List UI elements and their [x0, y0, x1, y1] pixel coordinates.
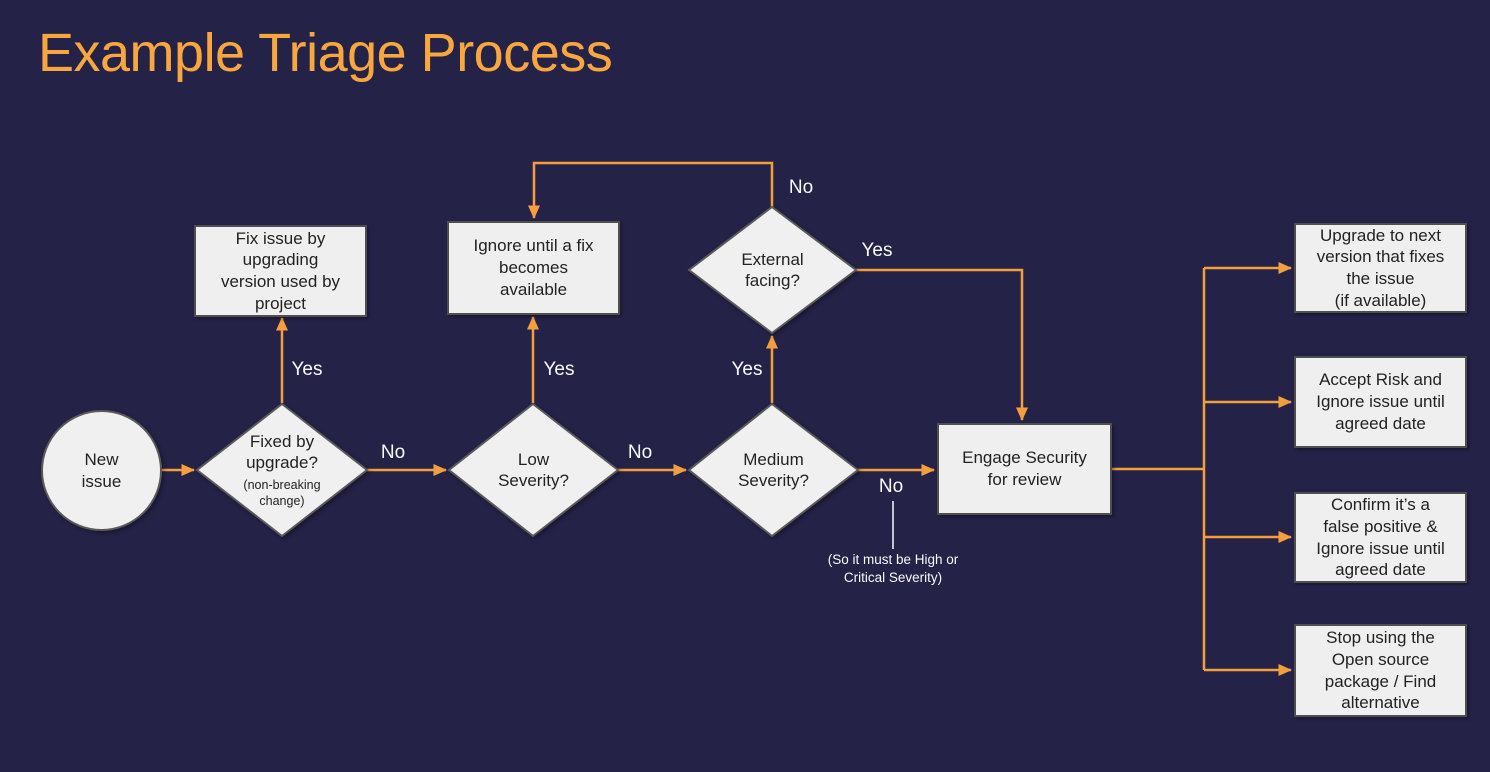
edge-label-low-yes: Yes — [543, 359, 575, 380]
decision-external-facing-shape — [687, 205, 858, 335]
decision-fixed-by-upgrade-shape — [195, 402, 369, 538]
edge-label-fixed-yes: Yes — [291, 359, 323, 380]
outcome-false-positive: Confirm it’s a false positive & Ignore i… — [1294, 492, 1467, 583]
edge-label-external-no: No — [788, 177, 814, 198]
flowchart-edges — [162, 161, 1292, 676]
edge-label-external-yes: Yes — [861, 240, 893, 261]
flowchart-shapes — [41, 205, 860, 538]
connector-external-yes-to-engage — [856, 268, 1028, 421]
process-engage-security: Engage Security for review — [937, 423, 1112, 515]
connector-external-no-loop-to-ignore — [528, 161, 774, 219]
decision-low-severity-shape — [447, 402, 620, 538]
edge-label-medium-yes: Yes — [731, 359, 763, 380]
edge-label-medium-no: No — [878, 476, 904, 497]
outcome-stop-using-package: Stop using the Open source package / Fin… — [1294, 624, 1467, 717]
edge-label-fixed-no: No — [380, 442, 406, 463]
outcome-accept-risk: Accept Risk and Ignore issue until agree… — [1294, 356, 1467, 448]
page-title: Example Triage Process — [38, 23, 613, 83]
outcome-upgrade-version: Upgrade to next version that fixes the i… — [1294, 223, 1467, 313]
edge-label-low-no: No — [627, 442, 653, 463]
decision-medium-severity-shape — [687, 402, 860, 538]
start-node-shape — [41, 410, 162, 531]
process-ignore-until-fix: Ignore until a fix becomes available — [447, 221, 620, 315]
process-fix-issue: Fix issue by upgrading version used by p… — [194, 225, 367, 317]
severity-annotation: (So it must be High or Critical Severity… — [827, 552, 959, 585]
